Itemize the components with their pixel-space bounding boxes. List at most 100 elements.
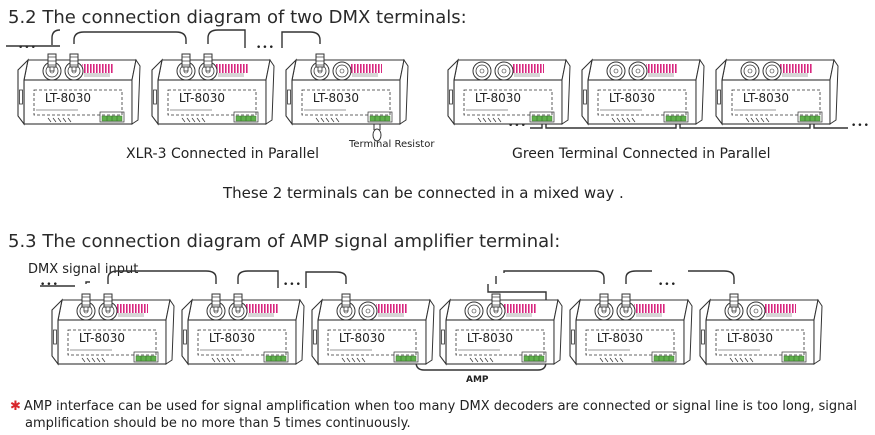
amp-footnote: ✱AMP interface can be used for signal am… [10, 398, 857, 415]
vent-rib [611, 117, 616, 123]
green-terminal-cable [679, 122, 811, 129]
terminal-housing [393, 351, 419, 363]
xlr-socket-ring [361, 304, 375, 318]
xlr-plug-neck [493, 306, 499, 312]
device-spec-label [634, 304, 666, 313]
vent-rib [474, 357, 479, 363]
device-spec-text [378, 313, 404, 317]
vent-rib [320, 117, 325, 123]
lt-8030-decoder: LT-8030 [699, 293, 823, 366]
footnote-line-1: AMP interface can be used for signal amp… [23, 399, 857, 414]
vent-rib [57, 117, 62, 123]
chain-continuation-ellipsis: ••• [256, 43, 275, 53]
device-front-panel [463, 89, 553, 116]
device-side-face [447, 58, 459, 126]
device-spec-label [512, 64, 544, 73]
device-side-face [151, 58, 163, 126]
vent-rib [749, 357, 754, 363]
vent-rib [335, 117, 340, 123]
device-side-face [569, 298, 581, 366]
mounting-slot [19, 89, 23, 105]
terminal-housing [529, 111, 555, 123]
xlr-socket-pin [635, 68, 641, 74]
xlr-plug-neck [83, 306, 89, 312]
lt-8030-decoder: LT-8030 [581, 58, 705, 126]
vent-rib [62, 117, 67, 123]
device-front-panel [33, 89, 123, 116]
device-spec-label [376, 304, 408, 313]
mounting-slot [287, 89, 291, 105]
device-front-panel [327, 329, 417, 356]
xlr-socket-ring [749, 304, 763, 318]
xlr-plug-neck [235, 306, 241, 312]
xlr-socket-pin [753, 308, 759, 314]
device-model-label: LT-8030 [475, 91, 521, 105]
device-front-panel [167, 89, 257, 116]
device-right-edge [695, 58, 705, 125]
vent-rib [101, 357, 106, 363]
device-model-label: LT-8030 [743, 91, 789, 105]
mixed-connection-note: These 2 terminals can be connected in a … [223, 184, 624, 202]
vent-rib [497, 117, 502, 123]
vent-rib [616, 117, 621, 123]
device-spec-label [350, 64, 382, 73]
vent-rib [765, 117, 770, 123]
device-model-label: LT-8030 [179, 91, 225, 105]
lt-8030-decoder: LT-8030 [439, 293, 563, 366]
terminal-housing [797, 111, 823, 123]
device-spec-text [506, 313, 532, 317]
device-front-panel [67, 329, 157, 356]
amp-label: AMP [466, 375, 489, 385]
section-5-3-heading: 5.3 The connection diagram of AMP signal… [8, 231, 561, 252]
xlr-socket-ring [497, 64, 511, 78]
vent-rib [631, 117, 636, 123]
lt-8030-decoder: LT-8030 [51, 293, 175, 366]
device-spec-label [504, 304, 536, 313]
lt-8030-decoder: LT-8030 [17, 53, 141, 126]
vent-rib [745, 117, 750, 123]
device-spec-text [782, 73, 808, 77]
device-spec-label [246, 304, 278, 313]
terminal-housing [99, 111, 125, 123]
device-side-face [699, 298, 711, 366]
vent-rib [599, 357, 604, 363]
vent-rib [487, 117, 492, 123]
vent-rib [492, 117, 497, 123]
xlr-socket-pin [471, 308, 477, 314]
lt-8030-decoder: LT-8030 [151, 53, 275, 126]
terminal-housing [133, 351, 159, 363]
vent-rib [744, 357, 749, 363]
terminal-resistor-icon [372, 128, 382, 142]
terminal-housing [263, 351, 289, 363]
lt-8030-decoder: LT-8030 [569, 293, 693, 366]
device-model-label: LT-8030 [597, 331, 643, 345]
device-right-edge [131, 58, 141, 125]
mounting-slot [583, 89, 587, 105]
xlr-socket-ring [743, 64, 757, 78]
vent-rib [482, 117, 487, 123]
device-side-face [439, 298, 451, 366]
device-spec-label [780, 64, 812, 73]
device-front-panel [197, 329, 287, 356]
mounting-slot [183, 329, 187, 345]
terminal-housing [781, 351, 807, 363]
vent-rib [325, 117, 330, 123]
dmx-cable [73, 31, 187, 44]
xlr-socket-ring [467, 304, 481, 318]
vent-rib [619, 357, 624, 363]
terminal-resistor-label: Terminal Resistor [349, 139, 435, 150]
xlr-plug-neck [71, 66, 77, 72]
vent-rib [216, 357, 221, 363]
vent-rib [196, 117, 201, 123]
lt-8030-decoder: LT-8030 [447, 58, 571, 126]
device-right-edge [165, 298, 175, 365]
xlr-socket-pin [339, 68, 345, 74]
chain-continuation-ellipsis: ••• [283, 280, 302, 290]
xlr-plug-neck [49, 66, 55, 72]
dmx-cable [688, 270, 735, 284]
xlr-socket-pin [479, 68, 485, 74]
xlr-socket-ring [609, 64, 623, 78]
vent-rib [186, 117, 191, 123]
device-spec-text [218, 73, 244, 77]
